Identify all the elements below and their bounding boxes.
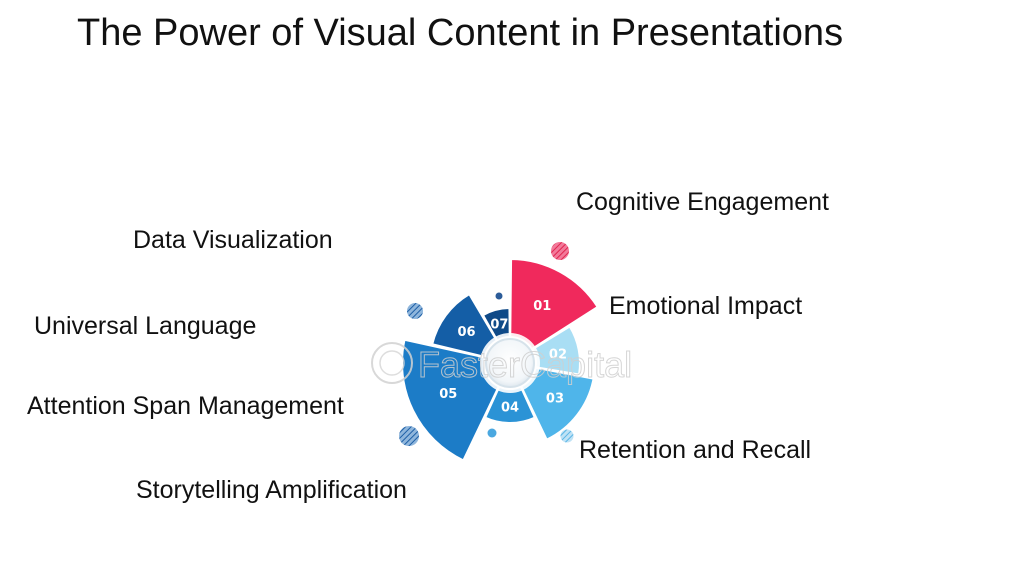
segments-group: 01 02 03 04 05 06 07	[401, 257, 599, 462]
segment-number-07: 07	[490, 317, 508, 332]
label-retention-recall: Retention and Recall	[579, 436, 812, 464]
watermark-gear-icon	[371, 342, 413, 384]
hub-circle	[485, 338, 535, 388]
decorative-dot-small-bottom	[487, 428, 497, 438]
label-cognitive-engagement: Cognitive Engagement	[576, 188, 829, 216]
watermark-text: FasterCapital	[418, 344, 632, 385]
page-title: The Power of Visual Content in Presentat…	[77, 12, 844, 54]
decorative-dot-blue-bottom	[399, 426, 419, 446]
segment-number-06: 06	[457, 325, 475, 340]
segment-number-05: 05	[439, 387, 457, 402]
watermark: FasterCapital	[371, 342, 633, 386]
label-universal-language: Universal Language	[34, 312, 257, 340]
segment-number-01: 01	[533, 299, 551, 314]
segment-number-04: 04	[501, 401, 519, 416]
decorative-dot-pink	[551, 242, 569, 260]
label-attention-span: Attention Span Management	[27, 392, 344, 420]
decorative-dot-lightblue	[560, 429, 574, 443]
segment-number-03: 03	[546, 392, 564, 407]
segment-number-02: 02	[549, 348, 567, 363]
decorative-dot-small	[495, 292, 503, 300]
decorative-dot-blue	[407, 303, 423, 319]
label-data-visualization: Data Visualization	[133, 226, 333, 254]
label-storytelling-amplification: Storytelling Amplification	[136, 476, 407, 504]
label-emotional-impact: Emotional Impact	[609, 292, 803, 320]
